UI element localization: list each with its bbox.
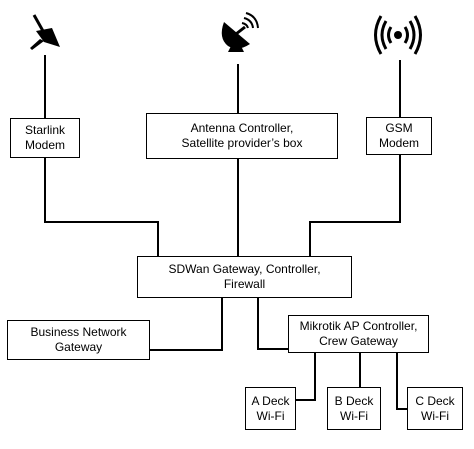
a-deck-wifi-box: A Deck Wi-Fi (245, 387, 296, 430)
starlink-modem-line1: Starlink (24, 123, 65, 137)
b-deck-line1: B Deck (334, 393, 374, 408)
business-network-gateway-box: Business Network Gateway (7, 320, 150, 360)
antenna-controller-box: Antenna Controller, Satellite provider’s… (146, 113, 338, 159)
a-deck-line2: Wi-Fi (256, 408, 285, 423)
b-deck-line2: Wi-Fi (340, 408, 368, 423)
mikrotik-ap-line1: Mikrotik AP Controller, (299, 319, 418, 333)
gsm-modem-line1: GSM (385, 121, 413, 135)
sdwan-to-business-line (150, 298, 223, 351)
starlink-to-sdwan-line (44, 158, 159, 256)
business-gateway-line1: Business Network (30, 325, 127, 339)
antenna-controller-line1: Antenna Controller, (190, 121, 294, 135)
c-deck-wifi-box: C Deck Wi-Fi (407, 387, 463, 430)
gsm-to-sdwan-line (309, 155, 401, 256)
mikrotik-ap-line2: Crew Gateway (319, 334, 398, 348)
gsm-modem-box: GSM Modem (366, 117, 432, 155)
b-deck-wifi-box: B Deck Wi-Fi (327, 387, 381, 430)
c-deck-line1: C Deck (415, 393, 455, 408)
sdwan-gateway-line2: Firewall (223, 277, 266, 291)
mikrotik-ap-controller-box: Mikrotik AP Controller, Crew Gateway (288, 315, 429, 353)
c-deck-line2: Wi-Fi (421, 408, 449, 423)
gsm-modem-line2: Modem (378, 136, 419, 150)
business-gateway-line2: Gateway (54, 340, 103, 354)
mikrotik-to-cdeck-line (396, 353, 407, 410)
starlink-modem-box: Starlink Modem (10, 118, 80, 158)
sdwan-gateway-box: SDWan Gateway, Controller, Firewall (137, 256, 352, 298)
starlink-modem-line2: Modem (24, 138, 65, 152)
sdwan-gateway-line1: SDWan Gateway, Controller, (168, 262, 321, 276)
sdwan-to-mikrotik-line (257, 298, 288, 350)
mikrotik-to-adeck-line (296, 353, 316, 401)
antenna-controller-line2: Satellite provider’s box (181, 136, 303, 150)
a-deck-line1: A Deck (251, 393, 290, 408)
